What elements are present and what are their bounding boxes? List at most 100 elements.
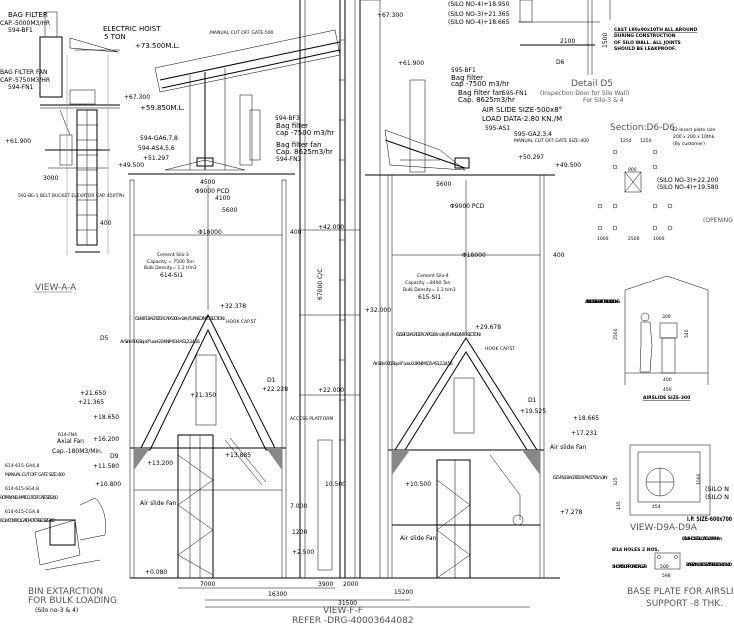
elevation-13885: +13.885 <box>225 452 251 459</box>
label-bag-filter-tag: 594-BF1 <box>8 27 33 34</box>
elevation-50297: +50.297 <box>518 154 544 161</box>
label-electric-hoist: ELECTRIC HOIST <box>103 25 161 33</box>
dim-4100: 4100 <box>215 195 230 202</box>
base-plate-sketch <box>654 552 681 570</box>
elevation-61900-b: +61.900 <box>398 60 424 67</box>
label-fn1-2: Cap. 8625m3/hr <box>458 96 515 104</box>
title-view-aa: VIEW-A-A <box>35 283 77 293</box>
label-595-bf1: 595-BF1 <box>451 67 476 74</box>
label-d1-silo3: D1 <box>267 377 276 384</box>
dim-1000-b: 1000 <box>653 236 665 242</box>
elevation-7278: +7.278 <box>560 509 582 516</box>
label-ga2-note: MANUAL CUT OFF GATE SIZE-400 <box>514 138 589 144</box>
elevation-2500: +2.500 <box>292 549 314 556</box>
dim-900: 900 <box>628 167 637 173</box>
detail-d5-sketch <box>518 0 611 75</box>
dim-7000: 7000 <box>200 581 215 588</box>
label-rotary-gate: ROTARY PNEUMATIC CUT OFF GATE SIZE-400 <box>0 495 58 501</box>
dim-3900: 3900 <box>318 581 333 588</box>
subtitle-inspection-door: (Inspection Door for Silo Wall) <box>540 90 629 97</box>
dim-5600: 5600 <box>222 207 237 214</box>
elevation-59850: +59.850M.L. <box>140 104 185 112</box>
elevation-21650: +21.650 <box>80 390 106 397</box>
airslide-300-sketch <box>624 275 709 385</box>
elevation-7000: 7.000 <box>290 503 307 510</box>
dim-1200: 1200 <box>292 529 307 536</box>
note-by-customer: (By customer) <box>673 141 705 147</box>
label-d6: D6 <box>556 59 565 66</box>
label-614-bf1: 614-BF1 BAGFILTER CAP.-5300 m3/hr (TURNE… <box>135 316 225 322</box>
label-fn3-1: Bag filter fan <box>276 141 321 149</box>
elevation-61900: +61.900 <box>5 138 31 145</box>
elevation-42000: +42.000 <box>318 224 344 231</box>
label-hook-silo4: HOOK CAP.5T <box>485 346 515 352</box>
label-fn3-2: Cap. 8625m3/hr <box>276 148 333 156</box>
dim-31500: 31500 <box>338 600 357 607</box>
title-detail-d5: Detail D5 <box>571 79 613 89</box>
elevation-67300-b: +67.300 <box>377 12 403 19</box>
dim-400-b: 400 <box>290 229 302 236</box>
dim-5600-b: 5600 <box>436 181 451 188</box>
elevation-16200: +16.200 <box>93 436 119 443</box>
label-hook-silo3: HOOK CAP.5T <box>226 319 256 325</box>
label-594-ga: 594-GA6,7,8 <box>140 135 178 142</box>
dim-450: 450 <box>663 387 672 393</box>
elevation-67300: +67.300 <box>124 94 150 101</box>
silo-3 <box>129 179 287 579</box>
dim-1500: 1500 <box>602 33 609 48</box>
elevation-17231: +17.231 <box>571 430 597 437</box>
label-silo3-density: Bulk Density= 1.2 t/m3 <box>144 265 197 271</box>
elevation-0080: +0.080 <box>145 569 167 576</box>
label-ip-size: I.P. SIZE-600x700 <box>687 516 732 523</box>
title-bin-extraction: BIN EXTARCTION <box>28 587 103 597</box>
note-insert-plate: 12-Insert plate size <box>672 127 715 133</box>
dim-135: 135 <box>616 501 622 510</box>
label-bf1-cap1: Bag filter <box>451 74 483 82</box>
section-d6-sketch <box>597 149 673 231</box>
dim-67000: 67000 C/C <box>317 269 324 300</box>
elevation-32378: +32.378 <box>220 303 246 310</box>
title-airslide-300: AIRSLIDE SIZE-300 <box>643 395 690 401</box>
elevation-10500-c: 10.500 <box>325 481 346 488</box>
label-opening: (OPENING <box>703 217 733 224</box>
elevation-22000: +22.000 <box>318 387 344 394</box>
label-airslide-silo4: Air Slide-500,Slop-8° Load-2.8KN/M 615-A… <box>373 361 453 367</box>
dim-1250-a: 1250 <box>620 138 632 144</box>
subtitle-silo-3-4: For Silo-3 & 4 <box>583 97 624 104</box>
dim-598: 598 <box>662 573 671 579</box>
label-d9: D9 <box>110 453 119 460</box>
label-gate-note: MANUAL CUT OFF GATE-500 <box>210 30 274 36</box>
note-leakproof: SHOULD BE LEAKPROOF. <box>614 46 676 52</box>
label-gate3-tag: 614-615-CGA,8 <box>5 509 40 515</box>
title-base-plate-support: SUPPORT -8 THK. <box>646 599 723 609</box>
view-d9a-sketch <box>629 444 711 516</box>
label-air-slide-fan-silo4: Air slide Fan <box>550 444 587 451</box>
dim-1250-b: 1250 <box>640 138 652 144</box>
label-silo4-18950: (SILO NO-4)+18.950 <box>448 1 510 8</box>
label-fan-tag: 594-FN1 <box>8 84 34 91</box>
dim-2500-airslide: 2500 <box>613 328 619 340</box>
title-view-ff: VIEW-F-F <box>323 606 363 616</box>
top-conveyor <box>128 29 555 176</box>
title-section-d6: Section:D6-D6 <box>610 123 675 133</box>
elevation-22228: +22.228 <box>262 386 288 393</box>
elevation-13200: +13.200 <box>147 460 173 467</box>
label-silo4-19580: (SILO NO-4)+19.580 <box>657 184 719 191</box>
label-594-fn3: 594-FN3 <box>276 156 302 163</box>
label-axial-fan: Axial Fan <box>57 438 84 445</box>
elevation-11580: +11.580 <box>93 463 119 470</box>
label-gate2-tag: 614-615-SG4,8 <box>5 486 39 492</box>
dim-2500-d6: 2500 <box>628 236 640 242</box>
label-bag-filter-fan: BAG FILTER FAN <box>0 69 47 76</box>
dim-540: 540 <box>684 329 690 338</box>
label-595-as1: 595-AS1 <box>485 125 510 132</box>
label-airslide-size: AIR SLIDE SIZE-500x8° <box>482 106 562 114</box>
elevation-21365: +21.365 <box>78 399 104 406</box>
dim-1000-a: 1000 <box>597 236 609 242</box>
label-bucket-elevator: 592-BE-1 BELT BUCKET ELEVATOR CAP. 450TP… <box>18 193 124 199</box>
label-silo4-density: Bulk Density= 1.2 t/m3 <box>403 287 456 293</box>
label-615-si1: 615-SI1 <box>418 294 441 301</box>
dim-400-silo4: 400 <box>553 252 565 259</box>
elevation-29678: +29.678 <box>475 324 501 331</box>
elevation-21350: +21.350 <box>190 392 216 399</box>
